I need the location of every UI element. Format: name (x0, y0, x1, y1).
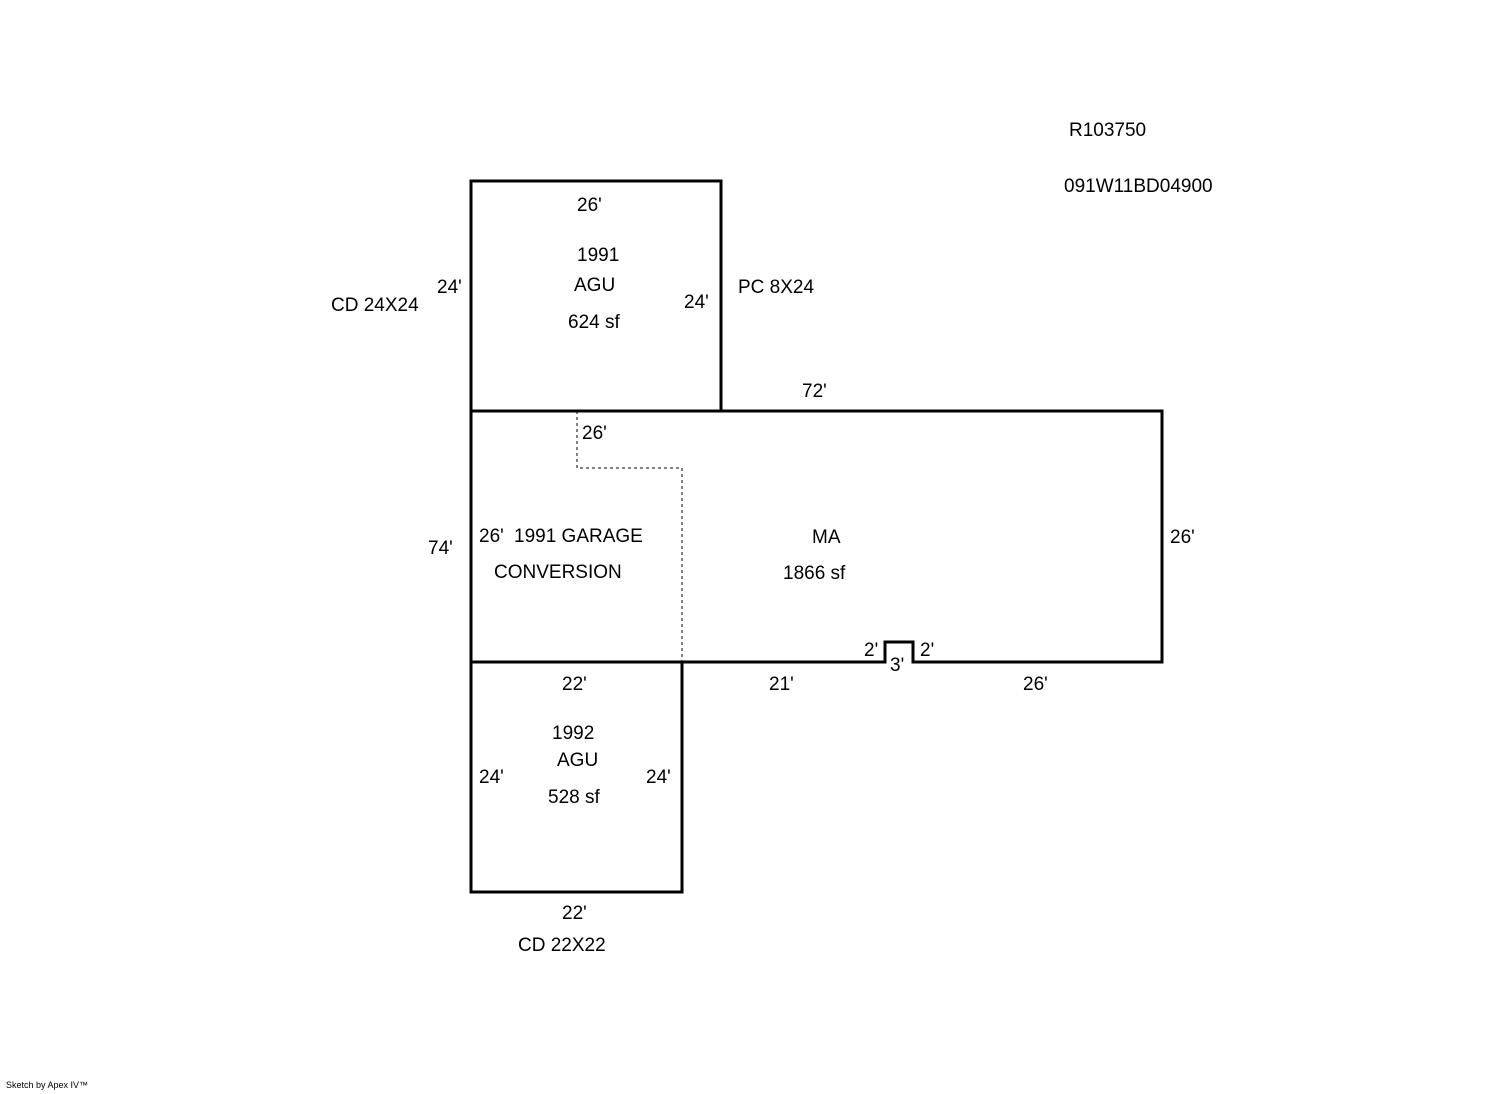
dim-upper-top: 26' (577, 195, 602, 216)
dim-jog-bottom: 3' (890, 655, 905, 676)
dim-main-left: 74' (428, 538, 453, 559)
lower-garage-size: 528 sf (548, 787, 600, 808)
cd-lower-annotation: CD 22X22 (518, 935, 606, 956)
dim-lower-right: 24' (646, 767, 671, 788)
dim-main-bottom-right: 26' (1023, 674, 1048, 695)
dim-main-top: 72' (802, 381, 827, 402)
dim-main-right: 26' (1170, 527, 1195, 548)
conversion-label-line1: 1991 GARAGE (514, 526, 643, 547)
lower-garage-outline (469, 660, 684, 894)
dim-conversion-left: 26' (479, 526, 504, 547)
dim-jog-left: 2' (864, 640, 879, 661)
upper-garage-year: 1991 (577, 245, 620, 266)
sketch-credit: Sketch by Apex IV™ (6, 1080, 89, 1090)
cd-upper-annotation: CD 24X24 (331, 295, 419, 316)
dim-lower-left: 24' (479, 767, 504, 788)
dim-conversion-top: 26' (582, 423, 607, 444)
conversion-label-line2: CONVERSION (494, 562, 622, 583)
dim-jog-right: 2' (920, 640, 935, 661)
conversion-boundary (576, 411, 683, 662)
upper-garage-size: 624 sf (568, 312, 620, 333)
account-id: R103750 (1069, 120, 1147, 141)
upper-garage-code: AGU (574, 275, 616, 296)
dim-upper-left: 24' (437, 277, 462, 298)
main-area-size: 1866 sf (783, 563, 846, 584)
main-area-code: MA (812, 527, 841, 548)
pc-annotation: PC 8X24 (738, 277, 815, 298)
lower-garage-code: AGU (557, 750, 599, 771)
dim-lower-top: 22' (562, 674, 587, 695)
dim-lower-bottom: 22' (562, 903, 587, 924)
map-tax-lot: 091W11BD04900 (1064, 176, 1213, 197)
lower-garage-year: 1992 (552, 723, 595, 744)
dim-upper-right: 24' (684, 292, 709, 313)
dim-main-bottom-mid: 21' (769, 674, 794, 695)
